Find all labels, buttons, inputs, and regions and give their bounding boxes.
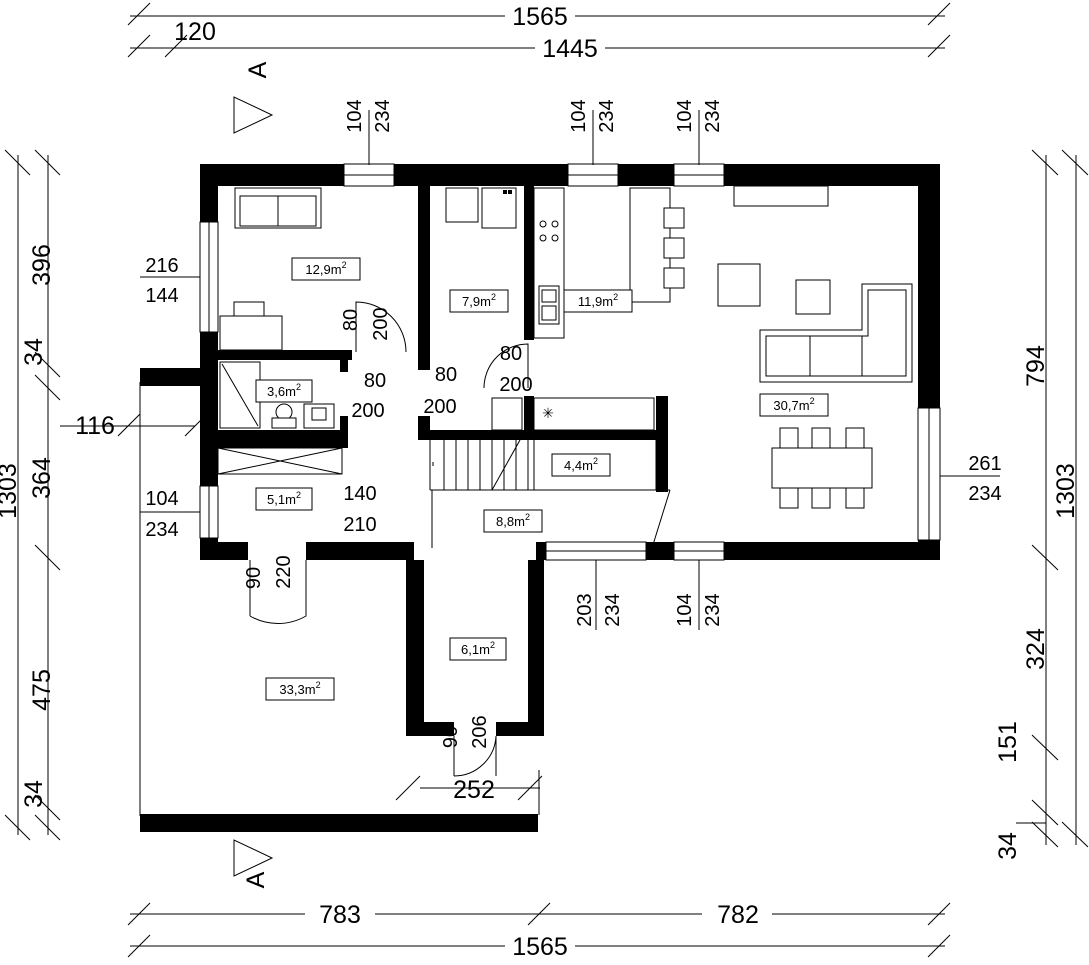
win-bedroom-left-h: 144 (145, 285, 178, 307)
win-living-right-h: 234 (968, 483, 1001, 505)
top-dimension-lines (127, 2, 951, 62)
svg-text:12,9m2: 12,9m2 (305, 260, 346, 277)
win-kitchen-top-h: 234 (596, 99, 618, 132)
svg-text:7,9m2: 7,9m2 (462, 292, 496, 309)
svg-text:30,7m2: 30,7m2 (773, 396, 814, 413)
dim-right-seg4: 34 (994, 832, 1022, 860)
win-kitchen-top-w: 104 (568, 99, 590, 132)
dim-left-seg3: 364 (28, 457, 56, 499)
dim-left-total: 1303 (0, 463, 22, 519)
win-living-bottom-w: 104 (674, 593, 696, 626)
left-dimension-lines (4, 149, 208, 841)
door-bathroom-h: 200 (351, 400, 384, 422)
svg-text:5,1m2: 5,1m2 (267, 490, 301, 507)
door-bedroom-h: 200 (370, 307, 392, 340)
win-living-bottom-h: 234 (702, 593, 724, 626)
door-bedroom-w: 80 (340, 309, 362, 331)
section-marker-top-label: A (244, 61, 272, 78)
win-bedroom-top-h: 234 (372, 99, 394, 132)
dim-top-offset: 120 (174, 18, 216, 46)
section-marker-bottom: A (233, 839, 274, 888)
door-room-left-h: 200 (423, 396, 456, 418)
room-label-bedroom: 12,9m2 (291, 257, 361, 281)
dim-garage-door: 252 (453, 776, 495, 804)
dim-right-seg1: 794 (1022, 345, 1050, 387)
door-entry-inner-h: 210 (343, 514, 376, 536)
win-entry-left-h: 234 (145, 519, 178, 541)
room-label-bathroom: 3,6m2 (255, 379, 313, 403)
dim-top-total-outer: 1565 (512, 3, 568, 31)
furniture (217, 185, 913, 549)
dim-top-total-inner: 1445 (542, 35, 598, 63)
door-entry-main-w: 90 (243, 567, 265, 589)
dim-left-seg1: 396 (28, 244, 56, 286)
svg-text:4,4m2: 4,4m2 (564, 456, 598, 473)
svg-text:33,3m2: 33,3m2 (279, 680, 320, 697)
room-label-hall: 8,8m2 (483, 509, 543, 533)
room-label-garage: 33,3m2 (265, 677, 335, 701)
windows (199, 163, 941, 561)
door-room-right-w: 80 (500, 343, 522, 365)
win-living-right-w: 261 (968, 453, 1001, 475)
dim-left-seg5: 34 (20, 780, 48, 808)
section-marker-bottom-label: A (242, 871, 270, 888)
bottom-dimension-lines (127, 902, 951, 960)
room-label-living: 30,7m2 (759, 393, 829, 417)
dim-right-seg3: 151 (994, 721, 1022, 763)
dim-bottom-left: 783 (319, 901, 361, 929)
dim-left-seg2: 34 (20, 338, 48, 366)
door-room-right-h: 200 (499, 374, 532, 396)
section-marker-top: A (233, 61, 274, 134)
dim-bottom-right: 782 (717, 901, 759, 929)
window-dimension-ticks (140, 110, 1000, 630)
win-hall-bottom-w: 203 (574, 593, 596, 626)
door-bathroom-w: 80 (364, 370, 386, 392)
dim-left-seg4: 475 (28, 669, 56, 711)
door-storage-h: 206 (469, 715, 491, 748)
dim-right-total: 1303 (1052, 463, 1080, 519)
win-entry-left-w: 104 (145, 488, 178, 510)
door-entry-main-h: 220 (273, 555, 295, 588)
dim-left-stub: 116 (75, 412, 115, 440)
door-storage-w: 90 (440, 726, 462, 748)
svg-text:8,8m2: 8,8m2 (496, 512, 530, 529)
win-living-top-h: 234 (702, 99, 724, 132)
stairs-treads (429, 438, 670, 491)
dim-bottom-total: 1565 (512, 933, 568, 961)
right-dimension-lines (1016, 149, 1089, 848)
win-living-top-w: 104 (674, 99, 696, 132)
win-hall-bottom-h: 234 (602, 593, 624, 626)
chimney-symbol: ✳ (542, 405, 554, 421)
room-label-stairs: 4,4m2 (551, 453, 611, 477)
dim-right-seg2: 324 (1022, 628, 1050, 670)
win-bedroom-left-w: 216 (145, 255, 178, 277)
svg-text:3,6m2: 3,6m2 (267, 382, 301, 399)
room-label-kitchen: 11,9m2 (563, 289, 633, 313)
doors (248, 301, 543, 815)
door-room-left-w: 80 (435, 364, 457, 386)
svg-text:11,9m2: 11,9m2 (578, 292, 618, 309)
door-entry-inner-w: 140 (343, 483, 376, 505)
win-bedroom-top-w: 104 (344, 99, 366, 132)
room-label-room-small: 7,9m2 (449, 289, 509, 313)
svg-text:6,1m2: 6,1m2 (461, 640, 495, 657)
room-label-entry: 5,1m2 (255, 487, 313, 511)
room-label-storage: 6,1m2 (449, 637, 507, 661)
